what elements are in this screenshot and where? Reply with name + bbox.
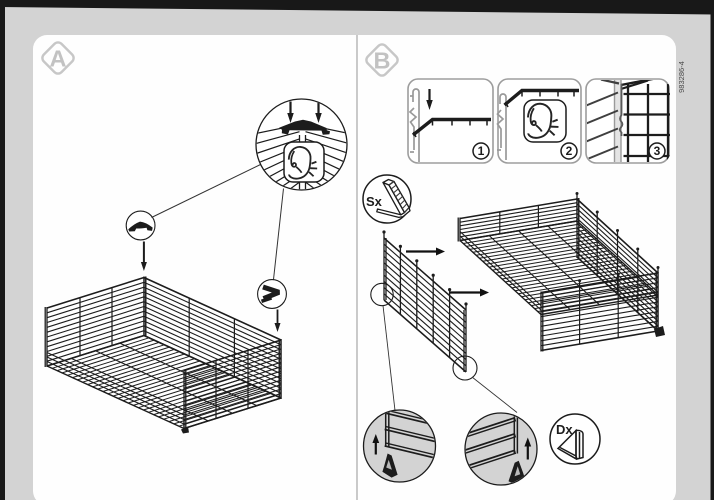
svg-text:983286-4: 983286-4 <box>677 61 686 93</box>
svg-text:2: 2 <box>566 144 573 158</box>
svg-text:3: 3 <box>654 144 661 158</box>
svg-text:1: 1 <box>478 144 485 158</box>
svg-text:Dx: Dx <box>556 422 573 437</box>
svg-text:A: A <box>50 45 67 71</box>
svg-text:Sx: Sx <box>366 194 383 209</box>
svg-text:B: B <box>374 47 391 73</box>
